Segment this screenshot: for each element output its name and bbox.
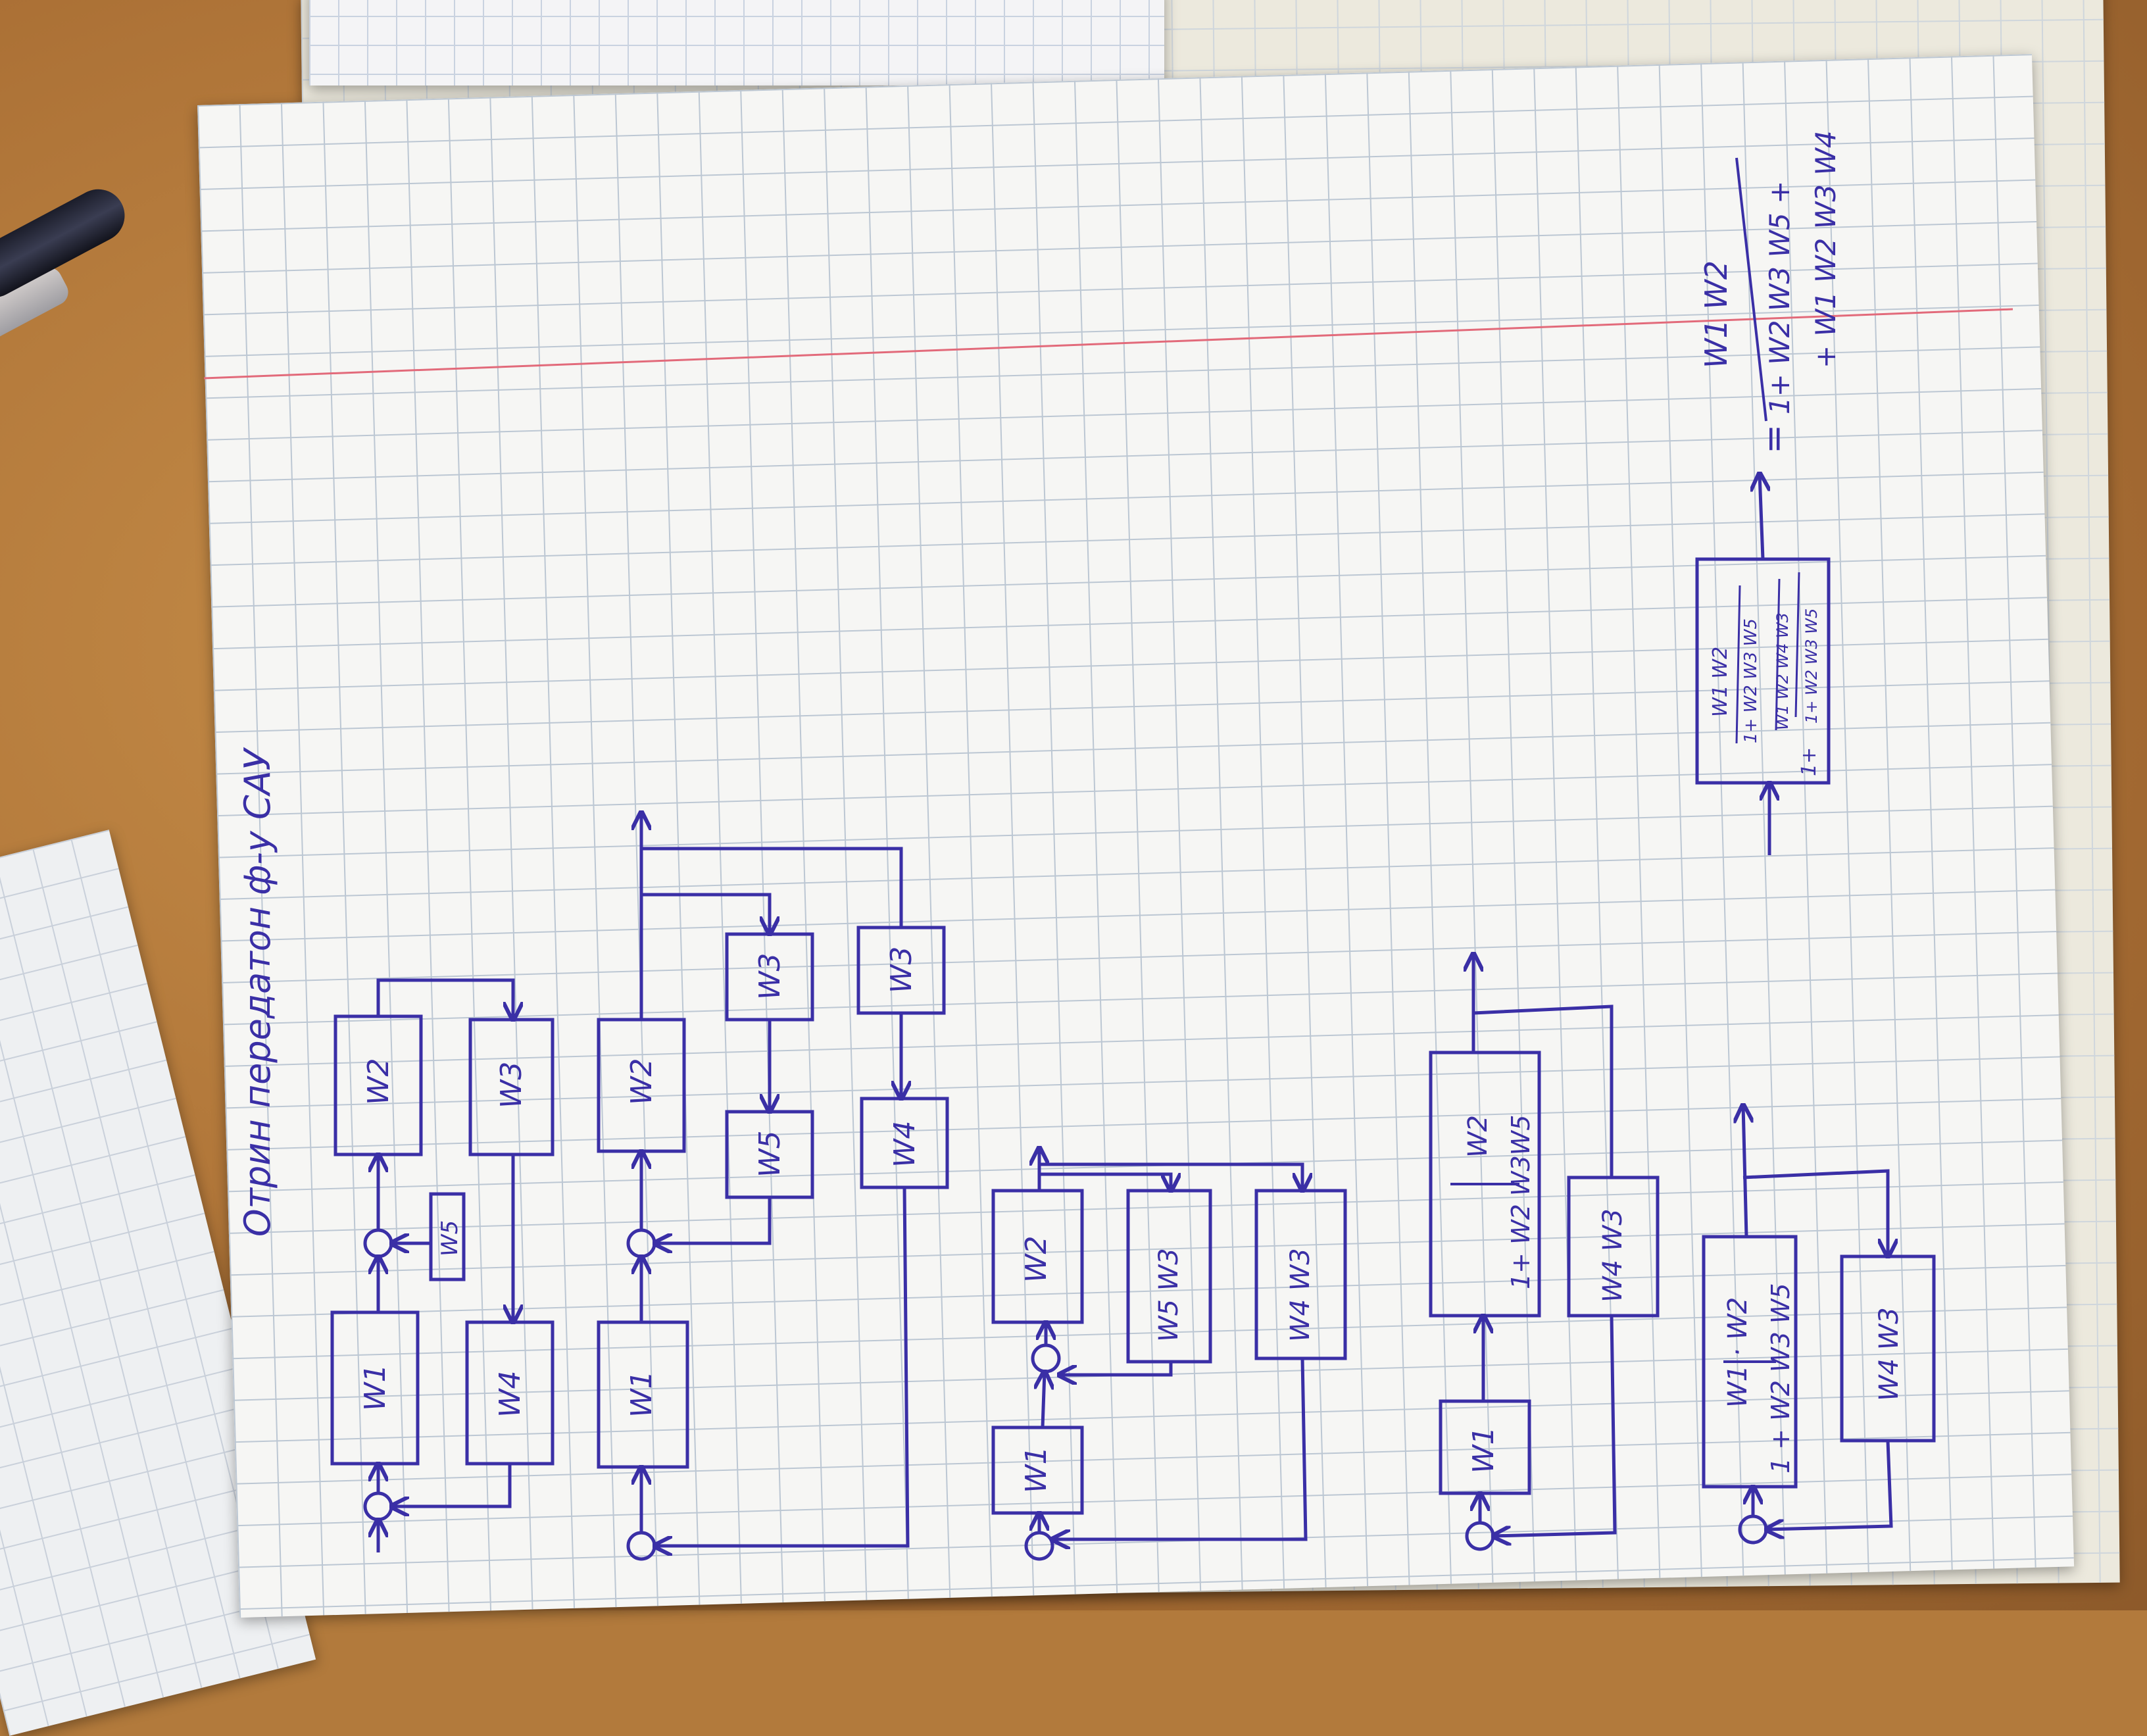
label-w1: W1: [1020, 1447, 1053, 1494]
result-numerator: W1 W2: [1698, 260, 1734, 368]
handwritten-diagram: Отрин передатон ф-у САУ: [203, 130, 2013, 1561]
margin-line: [203, 308, 2013, 380]
label-w3: W3: [885, 947, 918, 994]
label-w1: W1: [1467, 1427, 1500, 1474]
sum-junction: [626, 1531, 656, 1561]
sum-junction: [1738, 1514, 1768, 1545]
label-w1: W1: [358, 1364, 392, 1412]
label-w1: W1: [625, 1371, 658, 1418]
label-w3: W3: [495, 1062, 528, 1109]
diagram-2: [597, 812, 949, 1561]
label-w4w3: W4 W3: [1874, 1307, 1904, 1401]
outer-numerator: W1 W2: [1709, 647, 1732, 717]
sum-junction: [363, 1491, 393, 1522]
diagram-3: [991, 1148, 1347, 1561]
sum-junction: [626, 1228, 656, 1258]
result-fraction-bar: [1735, 157, 1767, 422]
top-notebook: [309, 0, 1164, 86]
result-denominator-line1: 1+ W2 W3 W5 +: [1764, 181, 1796, 414]
label-w2: W2: [362, 1058, 395, 1106]
diagram-4: [1429, 954, 1660, 1551]
label-w4: W4: [888, 1121, 922, 1168]
label-w2: W2: [1020, 1236, 1053, 1283]
lower-denominator: 1+ W2 W3 W5: [1802, 608, 1821, 724]
label-w4w3: W4 W3: [1285, 1248, 1316, 1342]
sum-junction: [1031, 1343, 1061, 1374]
inner-denominator: 1+ W2 W3 W5: [1741, 618, 1761, 743]
result-denominator-line2: + W1 W2 W3 W4: [1810, 130, 1842, 368]
sum-junction: [1024, 1531, 1054, 1561]
sum-junction: [1465, 1521, 1495, 1551]
fraction-numerator: W1 · W2: [1723, 1297, 1753, 1408]
block-w5: [429, 1192, 466, 1281]
diagram-5: [1702, 1105, 1936, 1545]
fraction-denominator: 1 + W2 W3 W5: [1766, 1283, 1795, 1474]
label-w5: W5: [753, 1131, 787, 1178]
diagram-1: [330, 978, 555, 1552]
lower-prefix: 1+: [1798, 747, 1821, 776]
label-w5w3: W5 W3: [1154, 1248, 1184, 1342]
fraction-numerator: W2: [1463, 1115, 1493, 1158]
lower-numerator: W1 W2 W4 W3: [1773, 612, 1792, 730]
label-w4w3: W4 W3: [1598, 1208, 1628, 1302]
label-w5: W5: [437, 1220, 463, 1256]
diagram-6: [1695, 474, 1831, 855]
fraction-denominator: 1+ W2 W3W5: [1506, 1115, 1535, 1289]
label-w4: W4: [493, 1371, 527, 1418]
page-title: Отрин передатон ф-у САУ: [237, 747, 278, 1237]
equals-sign: =: [1753, 424, 1794, 454]
sum-junction: [363, 1228, 393, 1258]
label-w2: W2: [625, 1058, 658, 1106]
label-w3: W3: [753, 953, 787, 1001]
